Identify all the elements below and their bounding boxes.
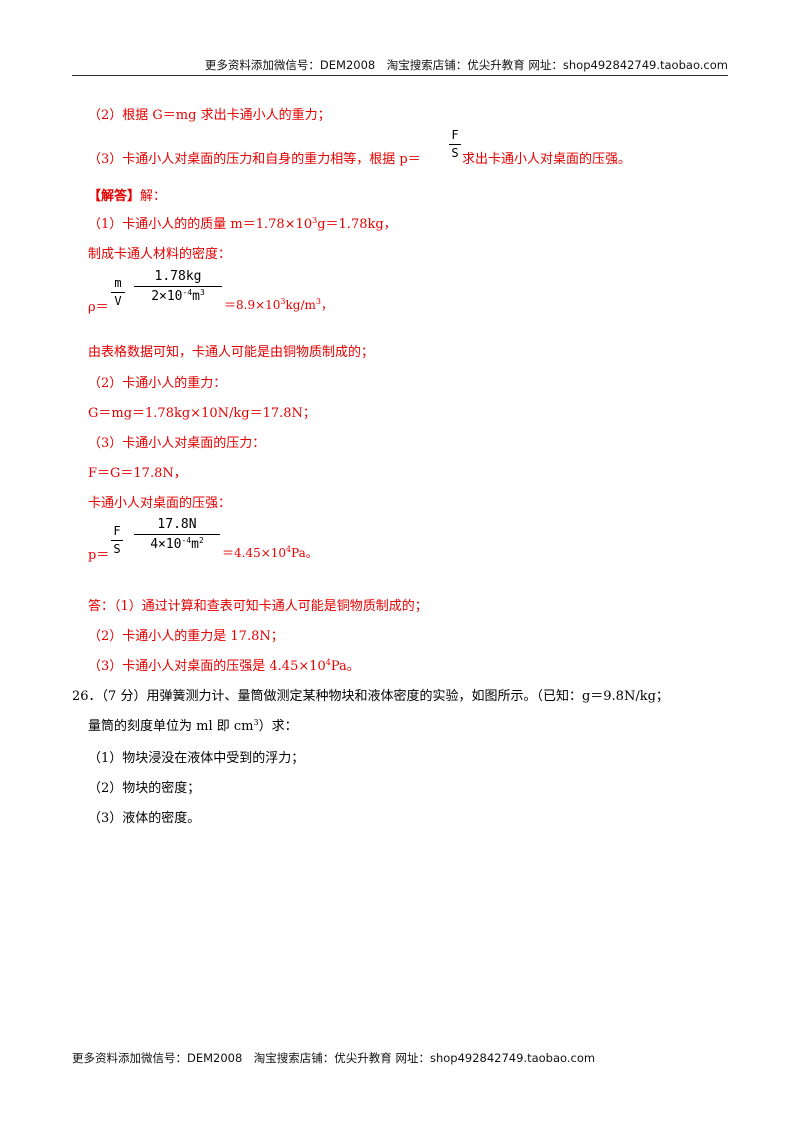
fraction-bar bbox=[449, 144, 461, 145]
header-divider bbox=[72, 75, 728, 76]
rho-result-sup2: 3 bbox=[315, 297, 321, 306]
p-small-numerator: F bbox=[113, 524, 121, 538]
p-prefix: p＝ bbox=[88, 548, 110, 563]
p-small-fraction: F S bbox=[111, 524, 123, 557]
p-big-fraction: 17.8N 4×10-4m2 bbox=[134, 516, 220, 553]
solution-line-8: 卡通小人对桌面的压强： bbox=[88, 496, 232, 511]
analysis-line-3-text-a: （3）卡通小人对桌面的压力和自身的重力相等，根据 p＝ bbox=[88, 152, 421, 167]
question-26-item-2: （2）物块的密度； bbox=[88, 781, 201, 796]
solution-label: 【解答】 bbox=[88, 189, 141, 204]
p-den-exp: -4 bbox=[181, 536, 192, 545]
rho-big-denominator: 2×10-4m3 bbox=[134, 288, 222, 305]
rho-big-bar bbox=[134, 286, 222, 287]
p-result-sup: 4 bbox=[286, 545, 292, 554]
solution-line-1-sup: 3 bbox=[312, 216, 318, 225]
solution-line-1: （1）卡通小人的的质量 m＝1.78×103g＝1.78kg， bbox=[88, 213, 397, 233]
solution-line-1-text: （1）卡通小人的的质量 m＝1.78×10 bbox=[88, 217, 313, 232]
fraction-numerator: F bbox=[451, 128, 459, 142]
rho-den-exp: -4 bbox=[182, 288, 193, 297]
rho-big-fraction: 1.78kg 2×10-4m3 bbox=[134, 268, 222, 305]
solution-label-suffix: 解： bbox=[140, 189, 167, 204]
solution-line-4: （2）卡通小人的重力： bbox=[88, 376, 227, 391]
solution-label-line: 【解答】解： bbox=[88, 185, 166, 204]
rho-result-sup: 3 bbox=[280, 297, 286, 306]
answer-line-3-sup: 4 bbox=[325, 658, 331, 667]
solution-line-2: 制成卡通人材料的密度： bbox=[88, 247, 232, 262]
analysis-line-3: （3）卡通小人对桌面的压力和自身的重力相等，根据 p＝ bbox=[88, 148, 421, 167]
page-header: 更多资料添加微信号：DEM2008 淘宝搜索店铺：优尖升教育 网址：shop49… bbox=[204, 58, 728, 72]
answer-line-2: （2）卡通小人的重力是 17.8N； bbox=[88, 629, 284, 644]
solution-line-1-end: g＝1.78kg， bbox=[317, 217, 397, 232]
rho-small-denominator: V bbox=[114, 294, 122, 308]
p-den-unit-exp: 2 bbox=[198, 536, 204, 545]
p-small-bar bbox=[111, 540, 123, 541]
rho-den-unit-exp: 3 bbox=[199, 288, 205, 297]
p-small-denominator: S bbox=[113, 542, 121, 556]
solution-line-3: 由表格数据可知，卡通人可能是由铜物质制成的； bbox=[88, 345, 375, 360]
rho-den-base: 2×10 bbox=[151, 289, 183, 304]
rho-small-numerator: m bbox=[114, 276, 122, 290]
rho-result-c: ， bbox=[320, 298, 333, 312]
fraction-denominator: S bbox=[451, 146, 459, 160]
question-26-line-2: 量筒的刻度单位为 ml 即 cm3）求： bbox=[88, 715, 298, 735]
answer-line-1: 答：（1）通过计算和查表可知卡通人可能是铜物质制成的； bbox=[88, 599, 428, 614]
answer-line-3-b: Pa。 bbox=[330, 659, 360, 674]
solution-line-7: F＝G＝17.8N， bbox=[88, 466, 187, 481]
answer-line-3-a: （3）卡通小人对桌面的压强是 4.45×10 bbox=[88, 659, 326, 674]
analysis-line-3-text-b: 求出卡通小人对桌面的压强。 bbox=[462, 152, 632, 167]
p-big-bar bbox=[134, 534, 220, 535]
question-26-line-2-sup: 3 bbox=[253, 718, 259, 727]
p-big-numerator: 17.8N bbox=[157, 517, 197, 532]
answer-line-3: （3）卡通小人对桌面的压强是 4.45×104Pa。 bbox=[88, 655, 360, 675]
solution-line-5: G＝mg＝1.78kg×10N/kg＝17.8N； bbox=[88, 406, 316, 421]
analysis-fraction-f-over-s: F S bbox=[449, 128, 461, 161]
rho-den-unit: m bbox=[192, 289, 200, 304]
rho-prefix: ρ＝ bbox=[88, 300, 109, 315]
question-26-item-1: （1）物块浸没在液体中受到的浮力； bbox=[88, 751, 305, 766]
rho-result: ＝8.9×103kg/m3， bbox=[224, 296, 333, 313]
rho-big-numerator: 1.78kg bbox=[154, 269, 202, 284]
page-footer: 更多资料添加微信号：DEM2008 淘宝搜索店铺：优尖升教育 网址：shop49… bbox=[72, 1051, 596, 1065]
p-den-unit: m bbox=[191, 537, 199, 552]
p-result: ＝4.45×104Pa。 bbox=[222, 544, 318, 561]
p-result-a: ＝4.45×10 bbox=[222, 546, 287, 560]
question-26-line-2-a: 量筒的刻度单位为 ml 即 cm bbox=[88, 719, 254, 734]
analysis-line-2: （2）根据 G＝mg 求出卡通小人的重力； bbox=[88, 108, 331, 123]
rho-small-fraction: m V bbox=[111, 276, 125, 309]
p-result-b: Pa。 bbox=[291, 546, 318, 560]
question-26-line-2-b: ）求： bbox=[258, 719, 298, 734]
rho-small-bar bbox=[111, 292, 125, 293]
p-den-base: 4×10 bbox=[150, 537, 182, 552]
question-26-item-3: （3）液体的密度。 bbox=[88, 811, 201, 826]
rho-result-b: kg/m bbox=[285, 298, 316, 312]
p-big-denominator: 4×10-4m2 bbox=[134, 536, 220, 553]
question-26-line-1: 26．（7 分）用弹簧测力计、量筒做测定某种物块和液体密度的实验，如图所示。（已… bbox=[72, 689, 669, 704]
rho-result-a: ＝8.9×10 bbox=[224, 298, 281, 312]
solution-line-6: （3）卡通小人对桌面的压力： bbox=[88, 436, 266, 451]
